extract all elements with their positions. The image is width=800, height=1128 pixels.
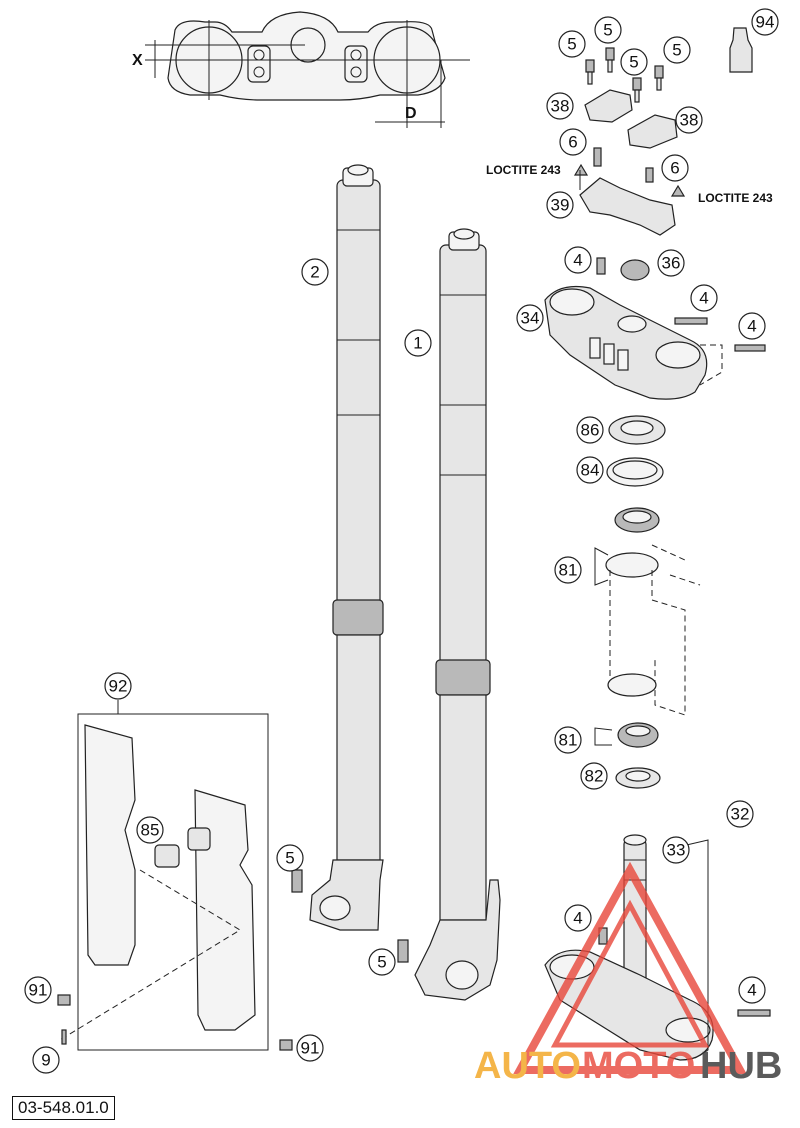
svg-text:4: 4: [573, 251, 582, 270]
svg-text:32: 32: [731, 805, 750, 824]
svg-text:39: 39: [551, 196, 570, 215]
svg-text:5: 5: [567, 35, 576, 54]
callout-4-a: 4: [564, 246, 592, 274]
svg-text:4: 4: [747, 981, 756, 1000]
dimension-x-label: X: [132, 52, 143, 69]
callout-38-b: 38: [675, 106, 703, 134]
callout-5-e: 5: [276, 844, 304, 872]
callout-4-d: 4: [564, 904, 592, 932]
svg-text:5: 5: [629, 53, 638, 72]
watermark-moto: MOTO: [582, 1045, 695, 1087]
watermark-hub: HUB: [700, 1045, 782, 1087]
callout-81-b: 81: [554, 726, 582, 754]
svg-text:81: 81: [559, 561, 578, 580]
svg-text:4: 4: [747, 317, 756, 336]
loctite-label-left: LOCTITE 243: [486, 163, 561, 177]
callout-33: 33: [662, 836, 690, 864]
callout-9: 9: [32, 1046, 60, 1074]
callout-39: 39: [546, 191, 574, 219]
loctite-label-right: LOCTITE 243: [698, 191, 773, 205]
callout-86: 86: [576, 416, 604, 444]
svg-text:9: 9: [41, 1051, 50, 1070]
diagram-code-label: 03-548.01.0: [12, 1096, 115, 1120]
callout-85: 85: [136, 816, 164, 844]
svg-text:5: 5: [285, 849, 294, 868]
svg-text:5: 5: [672, 41, 681, 60]
top-right-small-parts: [573, 27, 753, 236]
svg-text:94: 94: [756, 13, 775, 32]
callout-group: 94 5 5 5 5 38 38 6 6 39 4 36 4 34 4 2 1 …: [24, 8, 779, 1074]
callout-38-a: 38: [546, 92, 574, 120]
callout-94: 94: [751, 8, 779, 36]
callout-5-b: 5: [558, 30, 586, 58]
callout-6-a: 6: [559, 128, 587, 156]
callout-4-e: 4: [738, 976, 766, 1004]
svg-text:86: 86: [581, 421, 600, 440]
callout-81-a: 81: [554, 556, 582, 584]
svg-text:5: 5: [603, 21, 612, 40]
fork-leg-1: [414, 228, 501, 1001]
svg-text:82: 82: [585, 767, 604, 786]
callout-5-a: 5: [594, 16, 622, 44]
svg-text:36: 36: [662, 254, 681, 273]
svg-text:38: 38: [551, 97, 570, 116]
callout-34: 34: [516, 304, 544, 332]
callout-91-a: 91: [24, 976, 52, 1004]
callout-36: 36: [657, 249, 685, 277]
svg-text:81: 81: [559, 731, 578, 750]
svg-text:91: 91: [29, 981, 48, 1000]
callout-4-b: 4: [690, 284, 718, 312]
svg-text:84: 84: [581, 461, 600, 480]
callout-4-c: 4: [738, 312, 766, 340]
top-clamp-dimension-drawing: X D: [132, 11, 470, 128]
svg-text:6: 6: [568, 133, 577, 152]
callout-82: 82: [580, 762, 608, 790]
callout-6-b: 6: [661, 154, 689, 182]
bearing-stack: [594, 415, 701, 789]
svg-text:4: 4: [699, 289, 708, 308]
svg-text:34: 34: [521, 309, 540, 328]
callout-5-f: 5: [368, 948, 396, 976]
lower-triple-clamp: [544, 834, 771, 1061]
upper-triple-clamp: [544, 257, 766, 400]
svg-text:5: 5: [377, 953, 386, 972]
callout-2: 2: [301, 258, 329, 286]
callout-92: 92: [104, 672, 132, 700]
svg-text:92: 92: [109, 677, 128, 696]
callout-32: 32: [726, 800, 754, 828]
callout-5-c: 5: [663, 36, 691, 64]
svg-text:4: 4: [573, 909, 582, 928]
watermark-auto: AUTO: [474, 1045, 581, 1087]
svg-text:38: 38: [680, 111, 699, 130]
svg-text:33: 33: [667, 841, 686, 860]
callout-84: 84: [576, 456, 604, 484]
svg-text:91: 91: [301, 1039, 320, 1058]
svg-text:2: 2: [310, 263, 319, 282]
fork-leg-2: [309, 164, 384, 931]
fork-guards: [57, 700, 409, 1051]
callout-91-b: 91: [296, 1034, 324, 1062]
watermark: AUTO MOTO HUB: [474, 861, 782, 1087]
svg-text:1: 1: [413, 334, 422, 353]
callout-5-d: 5: [620, 48, 648, 76]
dimension-d-label: D: [405, 105, 417, 122]
callout-1: 1: [404, 329, 432, 357]
svg-text:85: 85: [141, 821, 160, 840]
svg-text:6: 6: [670, 159, 679, 178]
